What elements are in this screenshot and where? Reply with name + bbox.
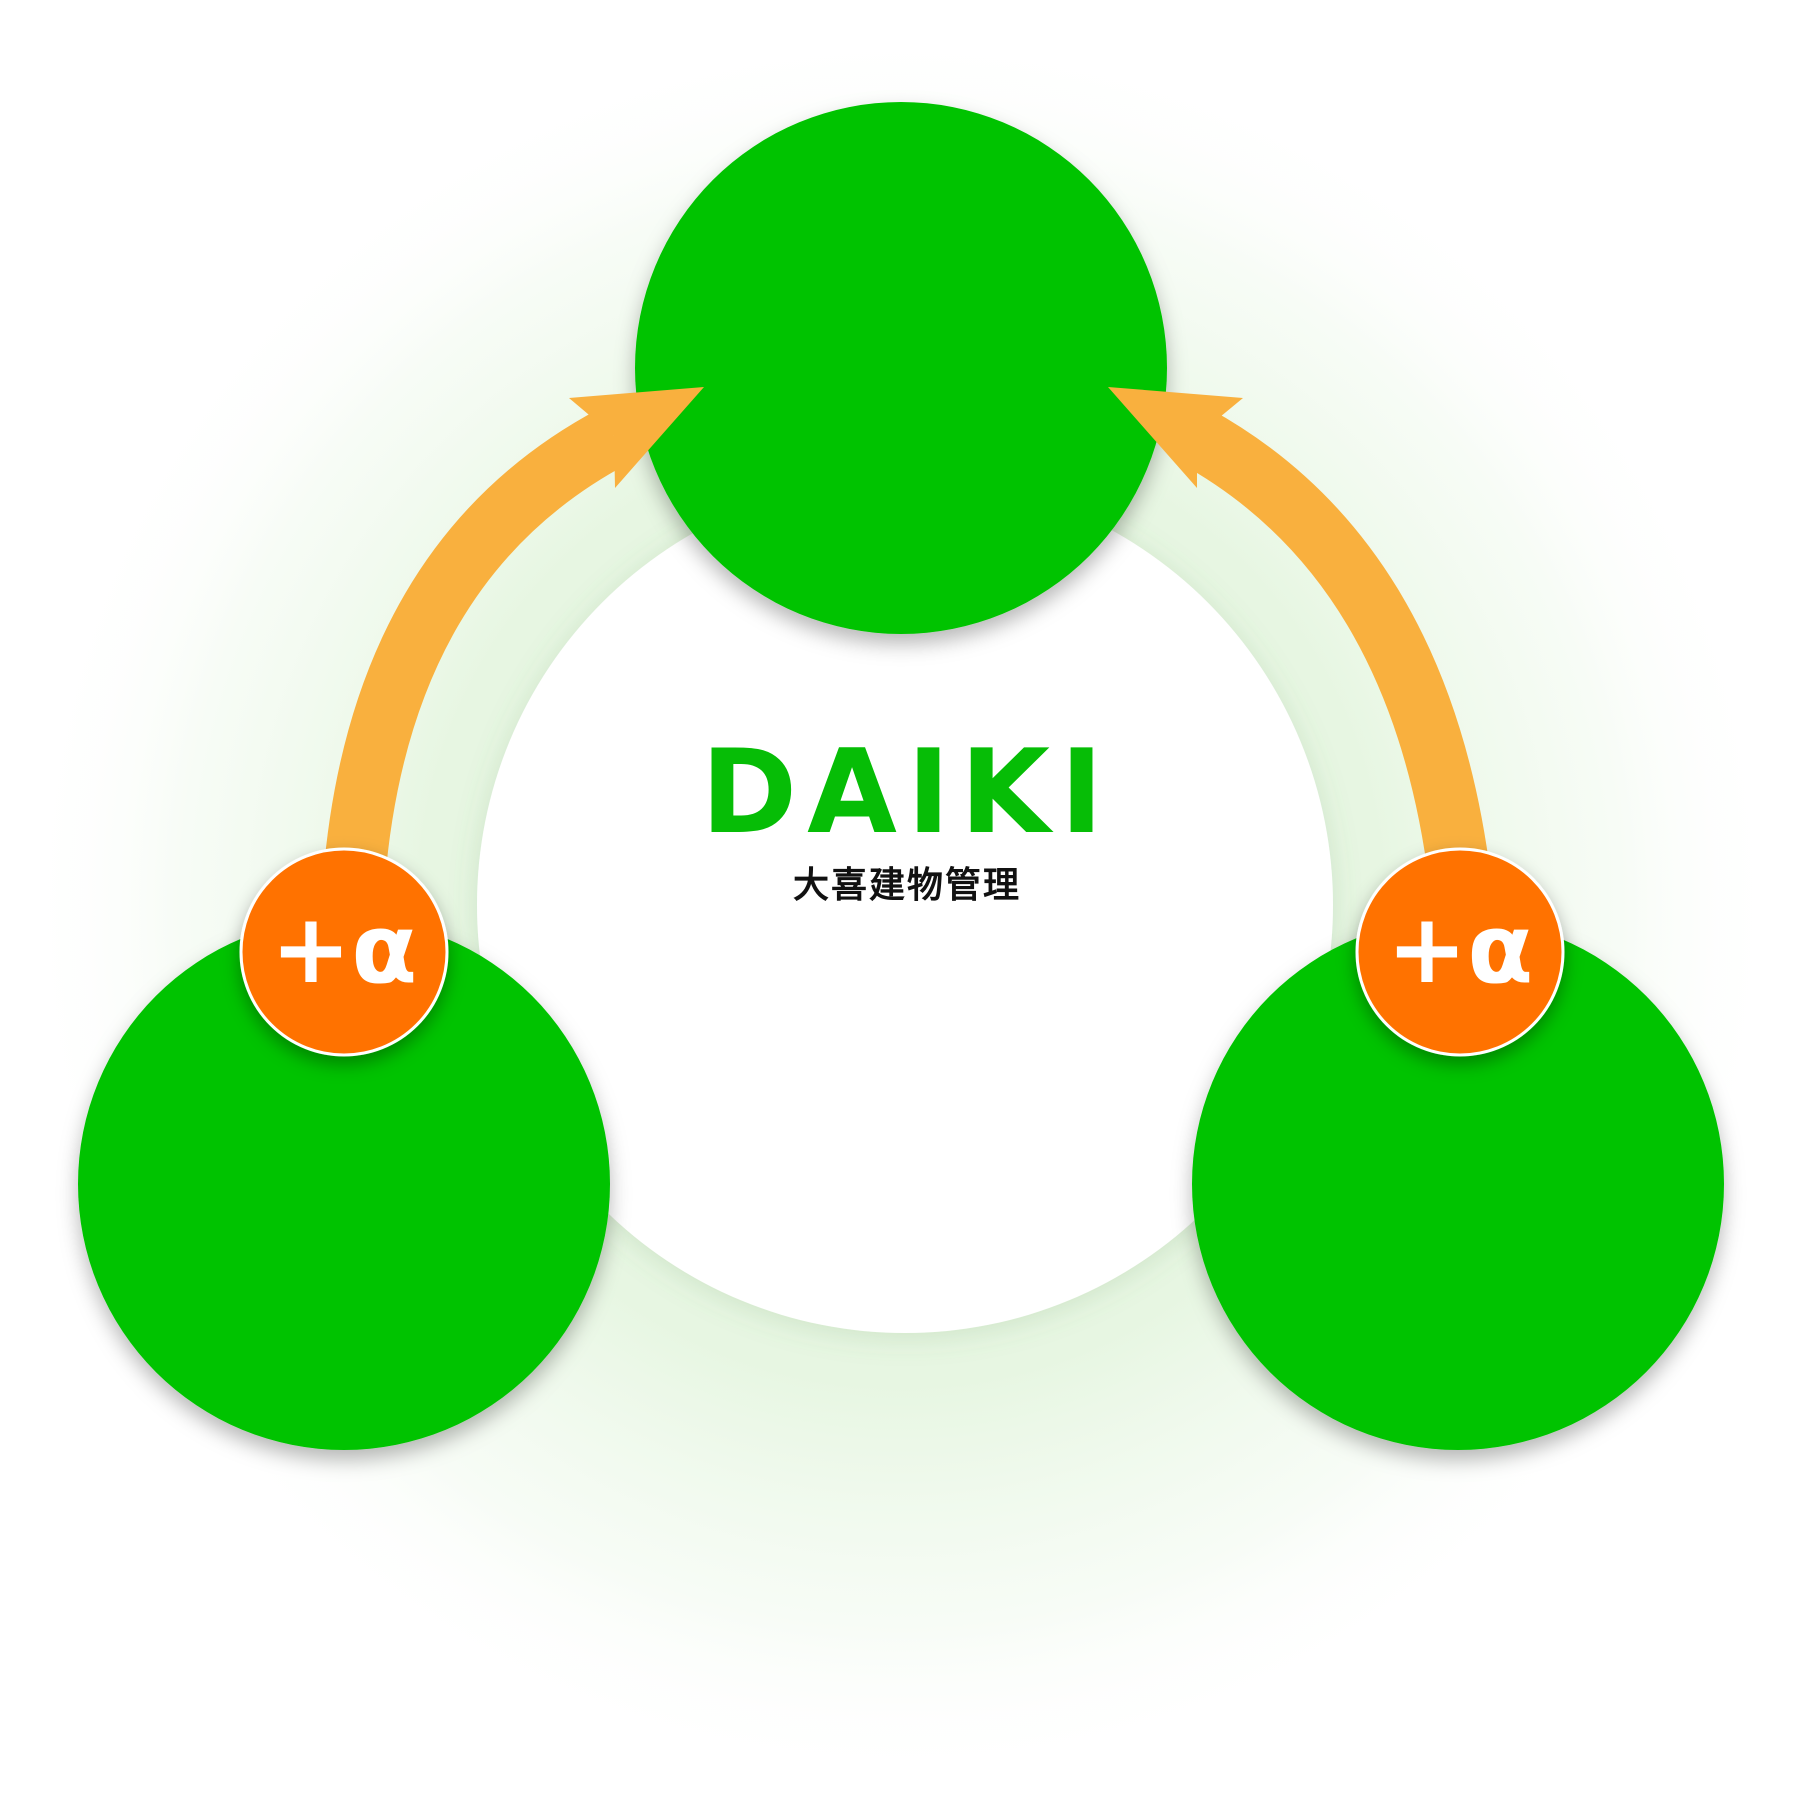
- brand-subtitle: 大喜建物管理: [793, 865, 1021, 906]
- arrow-left-head: [569, 387, 704, 488]
- arrow-left-icon: [323, 387, 704, 883]
- bottom-right-node: [1192, 918, 1724, 1450]
- badge-right-circle: [1355, 847, 1565, 1057]
- arrow-right-shaft: [1179, 408, 1491, 884]
- badge-right-label: +α: [1387, 893, 1533, 1005]
- badge-left-label: +α: [271, 893, 417, 1005]
- bottom-left-node: [78, 918, 610, 1450]
- arrow-left-shaft: [323, 408, 629, 883]
- brand-wordmark: DAIKI: [701, 725, 1113, 860]
- brand-logo: DAIKI 大喜建物管理: [701, 725, 1113, 906]
- badge-right: +α: [1355, 847, 1565, 1057]
- badge-left-circle: [239, 847, 449, 1057]
- badge-left: +α: [239, 847, 449, 1057]
- arrow-right-icon: [1108, 387, 1491, 884]
- center-disc: [477, 477, 1333, 1333]
- arrow-right-head: [1108, 387, 1243, 488]
- top-node: [635, 102, 1167, 634]
